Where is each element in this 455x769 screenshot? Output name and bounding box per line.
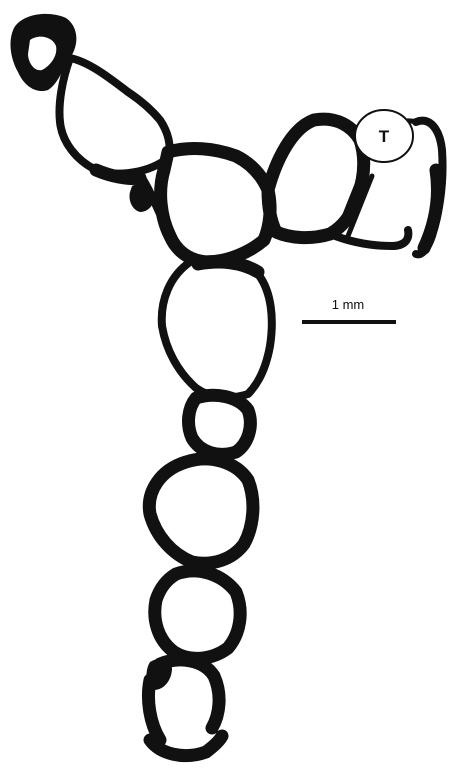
chamber-upper-right	[268, 119, 364, 238]
scale-bar-label: 1 mm	[332, 297, 365, 312]
chamber-t-label: T	[379, 127, 390, 146]
chamber-lower	[155, 571, 240, 659]
chamber-upper-left	[59, 58, 169, 174]
chamber-round-middle	[149, 459, 253, 563]
chamber-t: T	[355, 110, 413, 162]
scale-bar: 1 mm	[302, 297, 396, 322]
chamber-small	[189, 395, 251, 454]
chamber-central	[162, 259, 272, 397]
chamber-upper-middle	[161, 149, 270, 262]
